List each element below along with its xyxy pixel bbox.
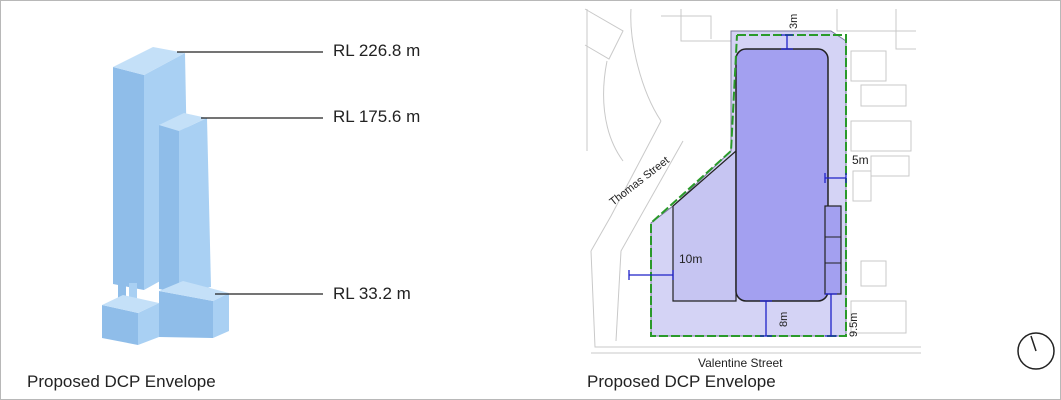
podium-right-side — [213, 293, 229, 338]
left-caption: Proposed DCP Envelope — [27, 372, 216, 391]
plan-panel: Thomas Street Valentine Street 3m 5m 10m… — [561, 1, 1060, 399]
level-label-33: RL 33.2 m — [333, 284, 411, 303]
podium-left-top — [102, 295, 159, 313]
podium-step — [672, 149, 737, 302]
site-plan: Thomas Street Valentine Street 3m 5m 10m… — [584, 8, 921, 370]
north-arrow-icon — [1017, 332, 1055, 370]
tall-tower-top — [113, 47, 185, 75]
massing-model — [102, 47, 323, 345]
podium-column — [118, 283, 126, 305]
dim-label-bottom: 8m — [778, 312, 790, 327]
dim-label-bottom-right: 9.5m — [848, 313, 860, 337]
podium-left-front — [102, 305, 138, 345]
level-label-226: RL 226.8 m — [333, 41, 421, 60]
mid-tower-side — [179, 118, 211, 293]
right-caption: Proposed DCP Envelope — [587, 372, 776, 391]
podium-right-front — [159, 291, 213, 338]
dim-label-right: 5m — [852, 153, 869, 167]
tall-tower-front — [113, 67, 144, 290]
context-linework — [584, 8, 921, 354]
podium-left-side — [138, 303, 159, 345]
mid-tower-top — [159, 113, 207, 131]
podium-column — [129, 283, 137, 305]
podium-right-top — [159, 281, 229, 301]
street-label-valentine: Valentine Street — [698, 356, 783, 370]
side-block — [824, 205, 842, 295]
dimension-marks — [628, 34, 847, 337]
mid-tower-front — [159, 125, 179, 293]
tower-footprint — [735, 48, 829, 302]
level-label-175: RL 175.6 m — [333, 107, 421, 126]
dim-label-top: 3m — [788, 14, 800, 29]
site-boundary — [650, 34, 847, 337]
massing-panel: RL 226.8 m RL 175.6 m RL 33.2 m Proposed… — [1, 1, 561, 399]
dim-label-left: 10m — [679, 252, 702, 266]
